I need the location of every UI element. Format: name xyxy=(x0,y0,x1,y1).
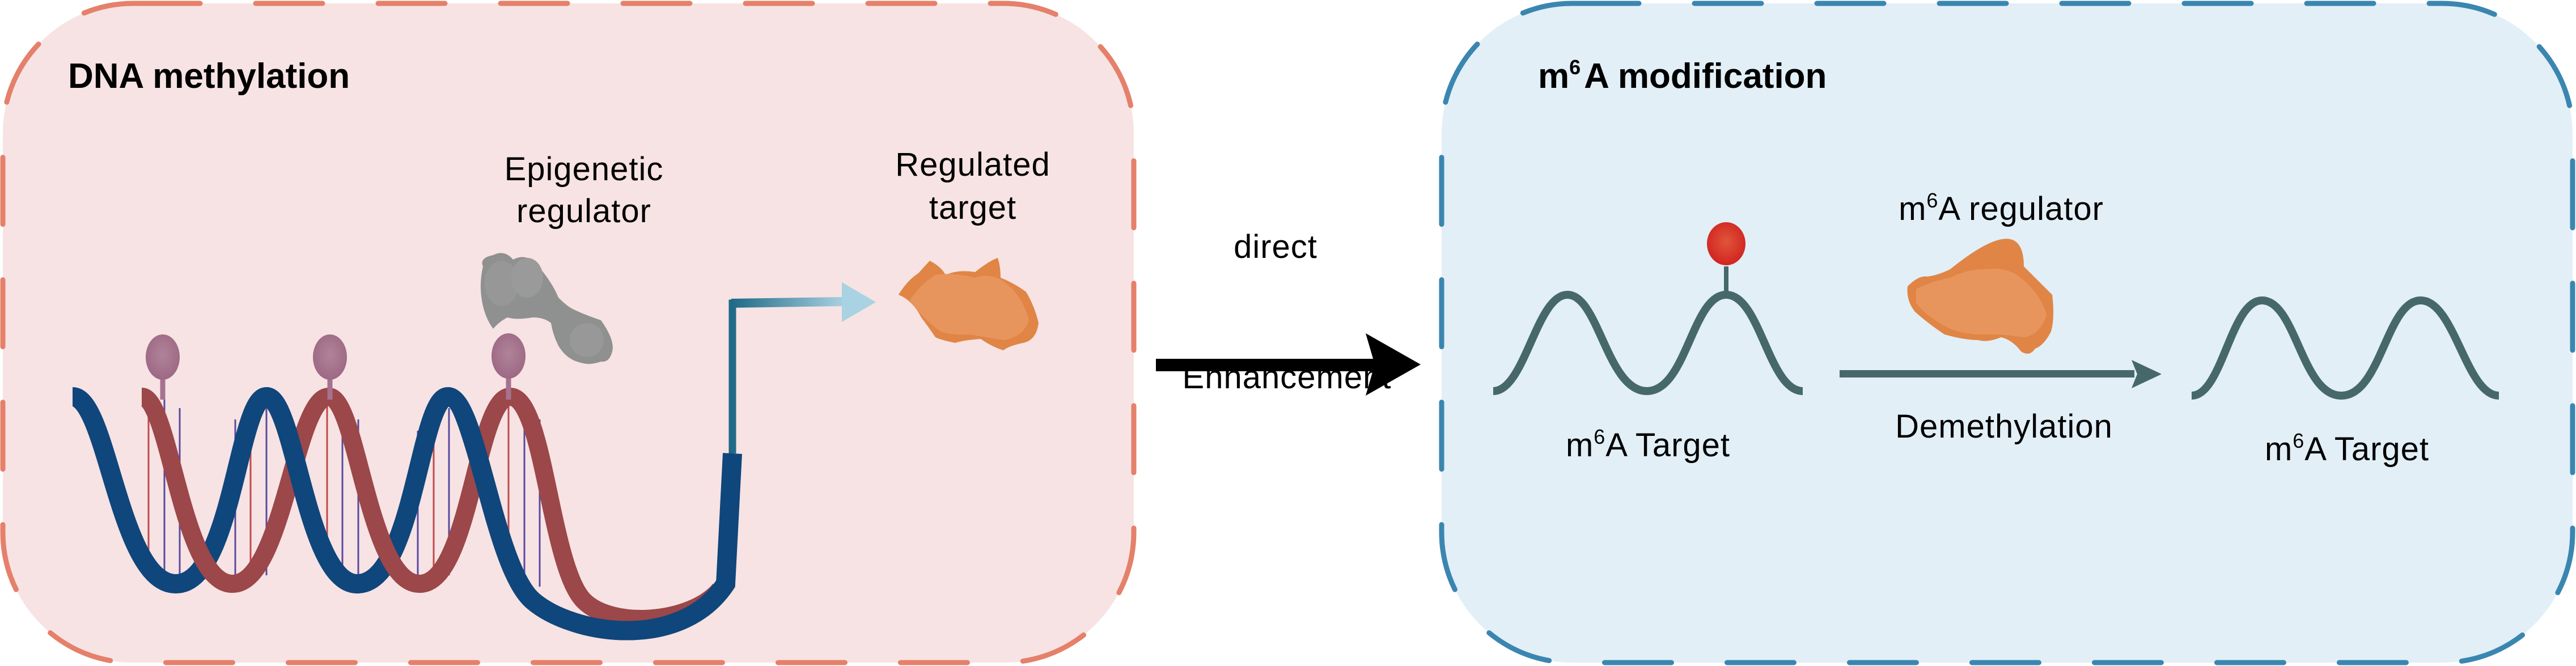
dna-double-helix-icon xyxy=(70,387,742,640)
m6a-target-left-label: m6A Target xyxy=(1566,425,1730,464)
activation-arrow-icon xyxy=(728,282,876,453)
methylated-rna-strand-icon xyxy=(1492,290,1803,396)
epigenetic-regulator-label-line1: Epigenetic xyxy=(505,151,664,188)
direct-label: direct xyxy=(1234,228,1317,265)
m6a-mark-icon xyxy=(1707,222,1745,295)
left-panel-title: DNA methylation xyxy=(68,57,350,96)
arrow-head xyxy=(1366,333,1421,396)
methyl-group-icon xyxy=(313,334,347,400)
regulated-target-label-line2: target xyxy=(929,189,1016,226)
epigenetic-regulator-protein-icon xyxy=(480,253,613,364)
demethylated-rna-strand-icon xyxy=(2191,296,2500,400)
demethylation-label: Demethylation xyxy=(1895,408,2113,445)
dna-methylation-panel: DNA methylation Epigenetic regulator Reg… xyxy=(0,1,1137,665)
right-panel-title: m6A modification xyxy=(1538,56,1827,96)
enhancement-label: Enhancement xyxy=(1183,359,1392,396)
m6a-regulator-label: m6A regulator xyxy=(1899,189,2104,227)
epigenetic-regulator-label-line2: regulator xyxy=(516,193,651,230)
regulated-target-label-line1: Regulated xyxy=(895,146,1050,183)
demethylation-arrow-icon xyxy=(1840,360,2162,388)
methyl-group-icon xyxy=(492,333,526,400)
methyl-group-icon xyxy=(146,334,180,400)
regulated-target-protein-icon xyxy=(899,258,1039,350)
m6a-regulator-protein-icon xyxy=(1907,239,2054,354)
connector: direct Enhancement xyxy=(1156,228,1421,396)
m6a-modification-panel: m6A modification m6A regulator m6A Targe… xyxy=(1439,1,2575,665)
right-arrow-icon xyxy=(1156,359,1383,371)
m6a-target-right-label: m6A Target xyxy=(2265,429,2429,468)
